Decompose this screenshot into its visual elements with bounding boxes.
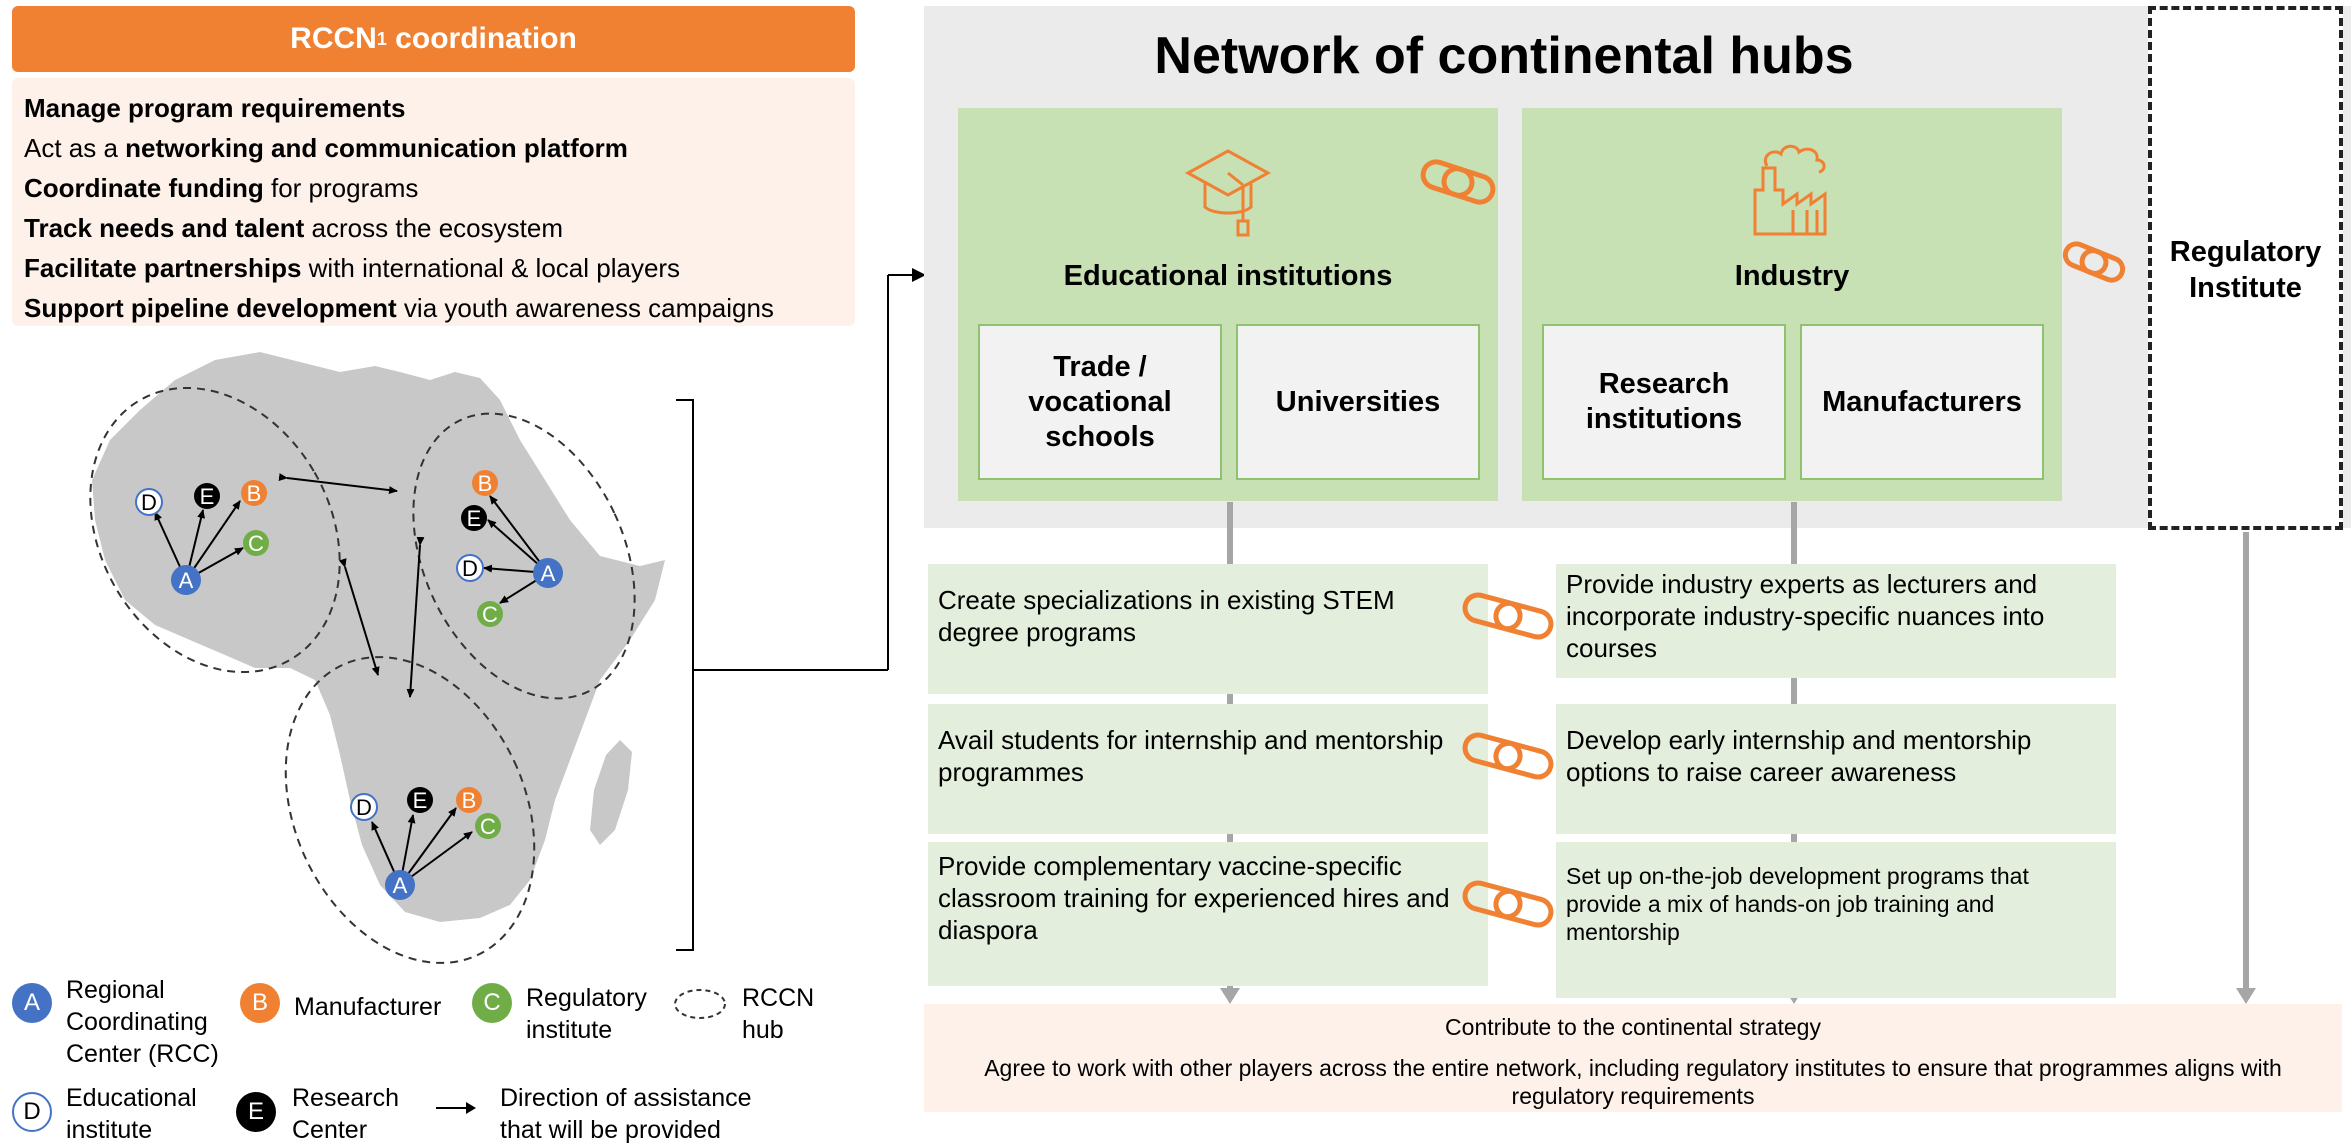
node-manufacturer: B bbox=[472, 470, 498, 496]
svg-text:C: C bbox=[248, 531, 264, 556]
legend-hub-marker bbox=[674, 989, 726, 1019]
legend-rcc-label: Regional Coordinating Center (RCC) bbox=[66, 976, 219, 1068]
svg-text:E: E bbox=[467, 506, 482, 531]
rccn-hub-east bbox=[412, 412, 636, 700]
node-rcc: A bbox=[385, 870, 415, 900]
assistance-arrow bbox=[406, 536, 425, 698]
node-research: E bbox=[194, 483, 220, 509]
education-group: Educational institutions Trade / vocatio… bbox=[958, 108, 1498, 501]
task-item: Facilitate partnerships with internation… bbox=[24, 253, 681, 283]
legend-regulatory-marker: C bbox=[472, 983, 512, 1023]
assistance-arrow bbox=[278, 473, 398, 495]
manufacturers-box: Manufacturers bbox=[1800, 324, 2044, 480]
graduation-cap-icon bbox=[1184, 149, 1272, 237]
industry-group: Industry Research institutions Manufactu… bbox=[1522, 108, 2062, 501]
node-regulatory: C bbox=[475, 813, 501, 839]
node-regulatory: C bbox=[477, 601, 503, 627]
regulatory-institute-label: Regulatory Institute bbox=[2169, 236, 2322, 304]
svg-text:A: A bbox=[541, 561, 556, 586]
hub-connector bbox=[676, 268, 926, 951]
svg-text:C: C bbox=[482, 602, 498, 627]
node-educational: D bbox=[350, 793, 378, 821]
continental-strategy-box: Contribute to the continental strategy A… bbox=[924, 1004, 2342, 1112]
legend-regulatory-label: Regulatory institute bbox=[526, 984, 647, 1044]
africa-map: D E B C A B E D A C D E B C A bbox=[89, 352, 665, 964]
node-manufacturer: B bbox=[456, 787, 482, 813]
research-institutions-box: Research institutions bbox=[1542, 324, 1786, 480]
rccn-title-rest: coordination bbox=[386, 22, 577, 55]
rccn-hub-west bbox=[89, 386, 341, 674]
strategy-title: Contribute to the continental strategy bbox=[1445, 1014, 1821, 1040]
legend-hub-label: RCCN hub bbox=[742, 984, 815, 1044]
rccn-footnote-marker: 1 bbox=[376, 28, 387, 49]
node-educational: D bbox=[135, 488, 163, 516]
svg-text:C: C bbox=[480, 814, 496, 839]
legend-rcc-marker: A bbox=[12, 983, 52, 1023]
svg-text:D: D bbox=[356, 795, 372, 820]
universities-box: Universities bbox=[1236, 324, 1480, 480]
task-item: Support pipeline development via youth a… bbox=[24, 293, 774, 323]
factory-icon bbox=[1753, 144, 1827, 236]
svg-text:D: D bbox=[462, 556, 478, 581]
education-action-2: Avail students for internship and mentor… bbox=[928, 704, 1488, 834]
svg-text:D: D bbox=[141, 490, 157, 515]
svg-text:A: A bbox=[179, 568, 194, 593]
node-rcc: A bbox=[533, 558, 563, 588]
legend-direction-arrow bbox=[436, 1102, 476, 1114]
node-research: E bbox=[461, 505, 487, 531]
node-educational: D bbox=[456, 554, 484, 582]
legend-manufacturer-marker: B bbox=[240, 983, 280, 1023]
industry-action-1: Provide industry experts as lecturers an… bbox=[1556, 564, 2116, 678]
node-regulatory: C bbox=[243, 530, 269, 556]
industry-action-3: Set up on-the-job development programs t… bbox=[1556, 842, 2116, 998]
rccn-title: RCCN bbox=[290, 22, 377, 55]
legend-educational-marker: D bbox=[12, 1092, 52, 1132]
rccn-task-list: Manage program requirements Act as a net… bbox=[12, 78, 855, 326]
node-manufacturer: B bbox=[241, 480, 267, 506]
svg-text:A: A bbox=[393, 873, 408, 898]
industry-group-title: Industry bbox=[1734, 260, 1850, 292]
legend-manufacturer-label: Manufacturer bbox=[294, 993, 442, 1021]
task-item: Coordinate funding for programs bbox=[24, 173, 419, 203]
strategy-text: Agree to work with other players across … bbox=[984, 1055, 2282, 1109]
education-group-title: Educational institutions bbox=[1063, 260, 1393, 292]
legend-research-marker: E bbox=[236, 1092, 276, 1132]
task-item: Act as a networking and communication pl… bbox=[24, 133, 628, 163]
madagascar-shape bbox=[590, 740, 632, 845]
legend-educational-label: Educational institute bbox=[66, 1084, 197, 1144]
trade-vocational-schools-box: Trade / vocational schools bbox=[978, 324, 1222, 480]
node-research: E bbox=[407, 787, 433, 813]
svg-text:E: E bbox=[200, 484, 215, 509]
education-action-1: Create specializations in existing STEM … bbox=[928, 564, 1488, 694]
svg-text:B: B bbox=[462, 788, 477, 813]
industry-action-2: Develop early internship and mentorship … bbox=[1556, 704, 2116, 834]
svg-text:B: B bbox=[247, 481, 262, 506]
regulatory-institute-box bbox=[2148, 6, 2343, 530]
task-item: Manage program requirements bbox=[24, 93, 406, 123]
hub-network-title: Network of continental hubs bbox=[1154, 27, 1854, 85]
task-item: Track needs and talent across the ecosys… bbox=[24, 213, 563, 243]
svg-text:B: B bbox=[478, 471, 493, 496]
assistance-arrow bbox=[338, 558, 380, 676]
node-rcc: A bbox=[171, 565, 201, 595]
svg-text:E: E bbox=[413, 788, 428, 813]
education-action-3: Provide complementary vaccine-specific c… bbox=[928, 842, 1488, 986]
